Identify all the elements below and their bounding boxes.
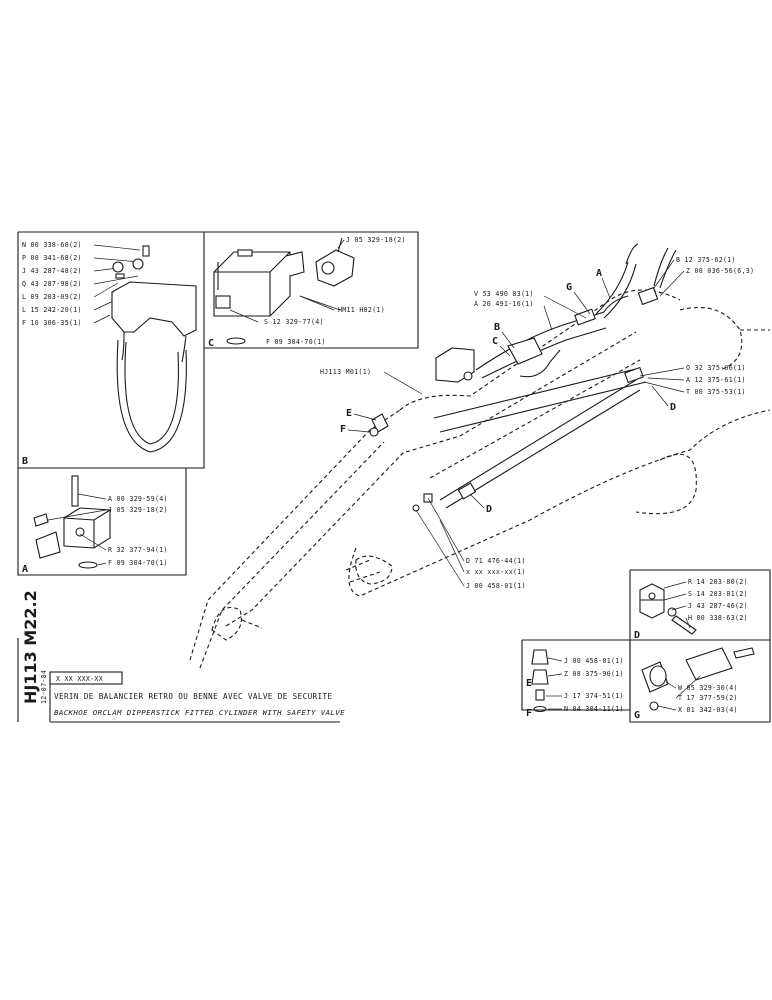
panel-b-leaders <box>93 244 141 324</box>
panel-a-letter: A <box>22 564 28 575</box>
panel-f-part-1: J 17 374-51(1) <box>564 692 624 700</box>
main-letter-f: F <box>340 424 346 435</box>
panel-a-part-3: R 32 377-94(1) <box>108 546 168 554</box>
drawing-code-vertical: HJ113 M22.2 <box>21 590 40 704</box>
main-bottom-1: D 71 476-44(1) <box>466 557 526 565</box>
panel-b-part-4: Q 43 287-98(2) <box>22 280 82 288</box>
main-bottom-2: x xx xxx-xx(1) <box>466 568 526 576</box>
panel-g-letter: G <box>634 710 640 721</box>
main-right-2: A 12 375-61(1) <box>686 376 746 384</box>
clamp-bracket-drawing <box>111 245 197 453</box>
main-top-right-1: B 12 375-62(1) <box>676 256 736 264</box>
panel-g-leaders <box>657 675 701 711</box>
main-letter-c: C <box>492 336 498 347</box>
panel-a-part-4: F 09 304-70(1) <box>108 559 168 567</box>
panel-a-part-2: J 05 329-18(2) <box>108 506 168 514</box>
panel-d-letter: D <box>634 630 640 641</box>
main-top-left-2: A 20 491-16(1) <box>474 300 534 308</box>
panel-e-letter: E <box>526 678 532 689</box>
main-letter-a: A <box>596 268 602 279</box>
flange-drawing <box>641 647 755 711</box>
panel-f-letter: F <box>526 708 532 719</box>
clip-drawing <box>639 583 697 635</box>
panel-g-part-1: W 05 329-30(4) <box>678 684 738 692</box>
safety-valve-drawing <box>213 237 355 317</box>
panel-c-part-4: F 09 304-70(1) <box>266 338 326 346</box>
main-right-3: T 00 375-53(1) <box>686 388 746 396</box>
main-leaders <box>299 259 685 587</box>
main-letter-d-bottom: D <box>486 504 492 515</box>
drawing-date-vertical: 12-07-84 <box>40 670 48 704</box>
panel-a-leaders <box>47 493 107 566</box>
boom-assembly <box>189 243 771 669</box>
drawing-date: 12-07-84 <box>40 670 48 704</box>
panel-b-part-3: J 43 287-48(2) <box>22 267 82 275</box>
panel-g-part-3: X 01 342-03(4) <box>678 706 738 714</box>
panel-b-part-7: F 10 306-35(1) <box>22 319 82 327</box>
panel-d-part-3: J 43 287-46(2) <box>688 602 748 610</box>
panel-a-part-1: A 00 329-59(4) <box>108 495 168 503</box>
panel-c-part-1: J 05 329-18(2) <box>346 236 406 244</box>
main-top-left-1: V 53 490 83(1) <box>474 290 534 298</box>
panel-c-letter: C <box>208 338 214 349</box>
panel-e-part-1: J 00 458-01(1) <box>564 657 624 665</box>
drawing-code: HJ113 M22.2 <box>21 590 40 704</box>
panel-b: N 00 338-68(2) P 00 341-68(2) J 43 287-4… <box>17 231 205 469</box>
panel-d-leaders <box>663 581 691 629</box>
main-letter-g: G <box>566 282 572 293</box>
panel-d-part-1: R 14 203-80(2) <box>688 578 748 586</box>
main-cylinder-label: HJ113 M01(1) <box>320 368 371 376</box>
title-french: VERIN DE BALANCIER RETRO OU BENNE AVEC V… <box>54 692 332 701</box>
title-english: BACKHOE ORCLAM DIPPERSTICK FITTED CYLIND… <box>54 708 345 717</box>
panel-f: J 17 374-51(1) N 04 304-11(1) F <box>526 689 624 719</box>
title-block: HJ113 M22.2 12-07-84 X XX XXX-XX VERIN D… <box>17 590 345 723</box>
panel-g: W 05 329-30(4) T 17 377-59(2) X 01 342-0… <box>629 639 771 723</box>
panel-f-part-2: N 04 304-11(1) <box>564 705 624 713</box>
main-letter-e: E <box>346 408 352 419</box>
panel-c-part-3: S 12 329-77(4) <box>264 318 324 326</box>
panel-b-part-6: L 15 242-20(1) <box>22 306 82 314</box>
panel-b-part-2: P 00 341-68(2) <box>22 254 82 262</box>
main-letter-b: B <box>494 322 500 333</box>
panel-a: A 00 329-59(4) J 05 329-18(2) R 32 377-9… <box>17 468 187 576</box>
panel-g-part-2: T 17 377-59(2) <box>678 694 738 702</box>
main-callouts: V 53 490 83(1) A 20 491-16(1) B 12 375-6… <box>299 256 754 590</box>
panel-e-part-2: Z 08 375-90(1) <box>564 670 624 678</box>
panel-d-part-4: H 00 338-63(2) <box>688 614 748 622</box>
panel-d-part-2: S 14 203-81(2) <box>688 590 748 598</box>
panel-d: R 14 203-80(2) S 14 203-81(2) J 43 287-4… <box>629 569 771 641</box>
panel-c-part-2: HM11 H02(1) <box>338 306 385 314</box>
main-top-right-2: Z 00 036-56(6,3) <box>686 267 754 275</box>
main-bottom-3: J 00 458-01(1) <box>466 582 526 590</box>
panel-b-part-1: N 00 338-68(2) <box>22 241 82 249</box>
main-right-1: O 32 375-06(1) <box>686 364 746 372</box>
ref-number: X XX XXX-XX <box>56 675 103 683</box>
panel-b-letter: B <box>22 456 28 467</box>
panel-b-part-5: L 09 203-09(2) <box>22 293 82 301</box>
valve-block-drawing <box>33 475 111 569</box>
panel-c: J 05 329-18(2) HM11 H02(1) S 12 329-77(4… <box>204 231 419 349</box>
main-letter-d-right: D <box>670 402 676 413</box>
